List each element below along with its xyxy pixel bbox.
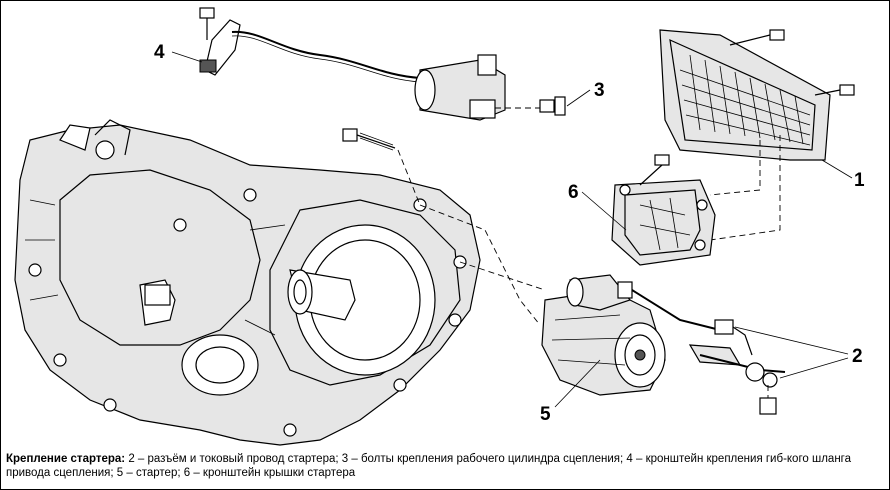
callout-2: 2 (852, 346, 863, 367)
caption-title: Крепление стартера: (6, 453, 126, 465)
starter-connector-cable (631, 289, 786, 415)
clutch-hose-bracket (199, 7, 421, 83)
caption-text: 2 – разъём и токовый провод стартера; 3 … (6, 453, 852, 479)
technical-drawing: 1 2 3 4 5 6 (14, 7, 865, 446)
starter-cover-bracket (611, 154, 716, 266)
leader-lines (171, 51, 853, 408)
callout-6: 6 (568, 182, 579, 203)
callout-5: 5 (540, 404, 551, 425)
callout-4: 4 (154, 42, 165, 63)
starter-motor (541, 274, 666, 396)
callout-1: 1 (854, 170, 865, 191)
gearbox-housing (14, 119, 481, 446)
starter-cover (659, 29, 855, 241)
clutch-slave-cylinder (414, 54, 566, 121)
figure-caption: Крепление стартера: 2 – разъём и токовый… (6, 452, 882, 480)
starter-bolt (342, 128, 421, 206)
callout-3: 3 (594, 80, 605, 101)
